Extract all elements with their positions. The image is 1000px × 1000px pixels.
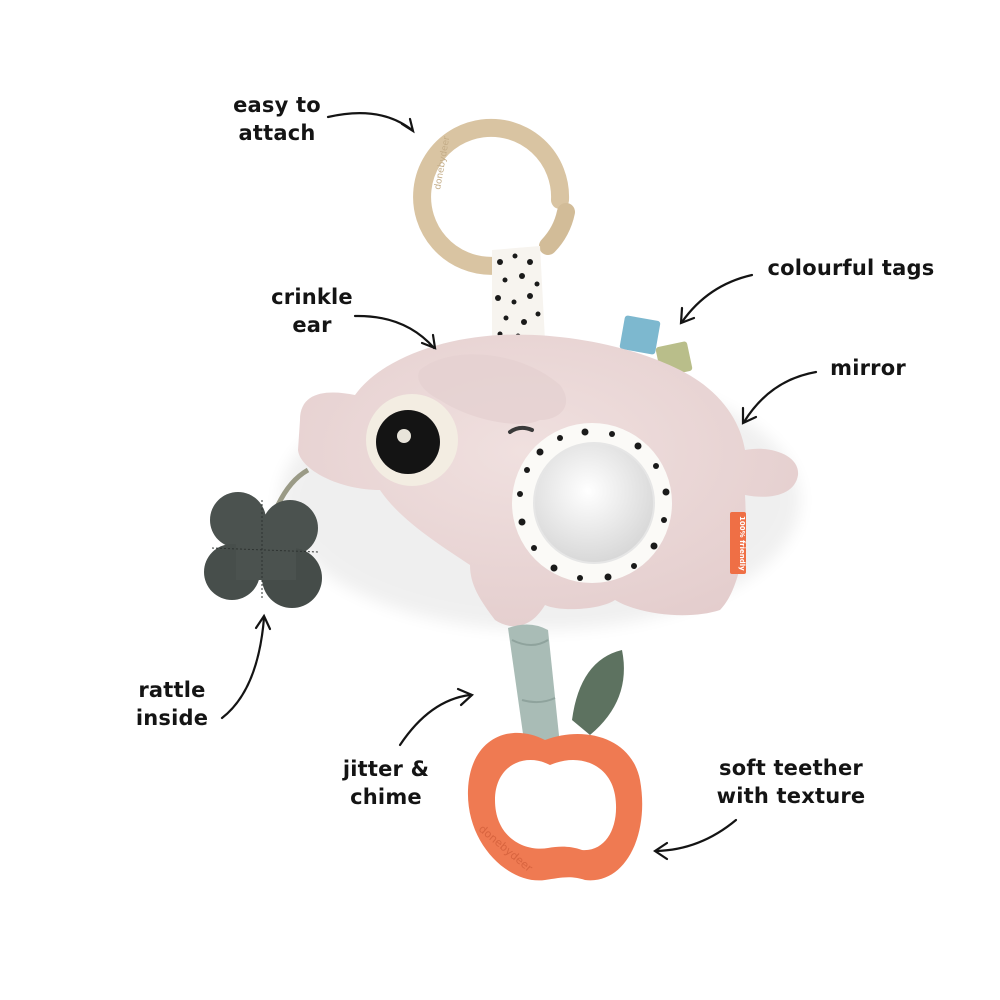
callout-line: chime bbox=[350, 785, 422, 809]
arrow-easy-to-attach bbox=[326, 112, 414, 132]
callout-soft-teether: soft teether with texture bbox=[706, 754, 876, 810]
callout-colourful-tags: colourful tags bbox=[756, 254, 946, 282]
elephant-eye bbox=[366, 394, 534, 486]
teether-leaf bbox=[572, 650, 624, 735]
callout-line: attach bbox=[238, 121, 316, 145]
callout-line: jitter & bbox=[342, 757, 430, 781]
callout-line: crinkle bbox=[271, 285, 353, 309]
callout-mirror: mirror bbox=[818, 354, 918, 382]
callout-line: colourful tags bbox=[767, 256, 935, 280]
arrow-rattle-inside bbox=[220, 616, 266, 720]
arrow-soft-teether bbox=[654, 818, 738, 853]
callout-rattle-inside: rattle inside bbox=[122, 676, 222, 732]
callout-line: soft teether bbox=[719, 756, 863, 780]
callout-line: inside bbox=[135, 706, 209, 730]
callout-line: easy to bbox=[233, 93, 321, 117]
side-tag: 100% friendly bbox=[730, 512, 746, 574]
side-tag-text: 100% friendly bbox=[738, 516, 746, 571]
callout-crinkle-ear: crinkle ear bbox=[262, 283, 362, 339]
callout-line: mirror bbox=[830, 356, 906, 380]
ribbon-loop bbox=[492, 246, 545, 342]
callout-line: with texture bbox=[716, 784, 866, 808]
rattle-clover bbox=[204, 467, 322, 608]
callout-line: ear bbox=[292, 313, 332, 337]
mirror bbox=[512, 423, 672, 583]
callout-easy-to-attach: easy to attach bbox=[222, 91, 332, 147]
arrow-jitter-chime bbox=[398, 693, 472, 747]
callout-jitter-chime: jitter & chime bbox=[336, 755, 436, 811]
arrow-colourful-tags bbox=[680, 273, 754, 324]
teether-ribbon bbox=[508, 624, 560, 748]
apple-teether: donebydeer bbox=[467, 732, 643, 881]
callout-arrows bbox=[220, 112, 818, 861]
attachment-ring: donebydeer bbox=[413, 118, 575, 275]
callout-line: rattle bbox=[138, 678, 206, 702]
arrow-mirror bbox=[742, 370, 818, 424]
arrow-crinkle-ear bbox=[353, 314, 436, 350]
